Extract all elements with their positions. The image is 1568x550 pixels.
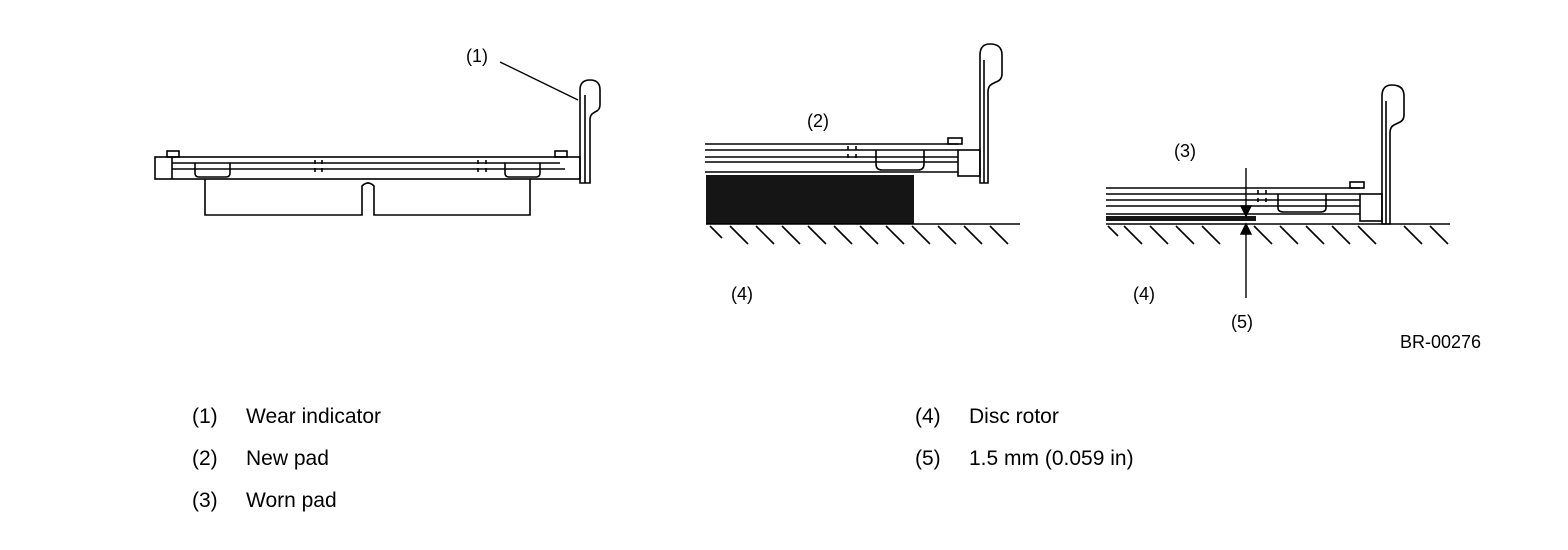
disc-rotor-middle xyxy=(706,223,1020,245)
legend-item: (5) 1.5 mm (0.059 in) xyxy=(915,438,1134,480)
legend-text: Wear indicator xyxy=(246,405,382,428)
worn-pad-assembly xyxy=(1106,84,1405,225)
callout-thickness: (5) xyxy=(1231,312,1253,332)
legend-text: 1.5 mm (0.059 in) xyxy=(969,447,1134,470)
legend-item: (2) New pad xyxy=(192,438,381,480)
callout-worn-pad: (3) xyxy=(1174,141,1196,161)
legend-item: (3) Worn pad xyxy=(192,480,381,522)
legend-item: (4) Disc rotor xyxy=(915,396,1134,438)
legend-number: (3) xyxy=(192,489,218,512)
new-pad-assembly xyxy=(705,43,1003,184)
legend-text: Worn pad xyxy=(246,489,337,512)
legend-text: Disc rotor xyxy=(969,405,1059,428)
worn-pad-friction-material xyxy=(1106,216,1256,221)
figure-code: BR-00276 xyxy=(1400,332,1481,352)
wear-indicator-leader xyxy=(499,61,579,101)
thickness-dimension xyxy=(1239,168,1253,298)
callout-disc-rotor-middle: (4) xyxy=(731,284,753,304)
disc-rotor-right xyxy=(1106,223,1450,245)
legend-number: (4) xyxy=(915,405,941,428)
legend-number: (2) xyxy=(192,447,218,470)
legend-item: (1) Wear indicator xyxy=(192,396,381,438)
legend-number: (5) xyxy=(915,447,941,470)
new-pad-friction-material xyxy=(706,175,914,224)
left-pad-assembly xyxy=(154,79,601,216)
callout-disc-rotor-right: (4) xyxy=(1133,284,1155,304)
legend-number: (1) xyxy=(192,405,218,428)
legend-right: (4) Disc rotor (5) 1.5 mm (0.059 in) xyxy=(915,396,1134,480)
legend-left: (1) Wear indicator (2) New pad (3) Worn pad xyxy=(192,396,381,522)
legend-text: New pad xyxy=(246,447,329,470)
callout-wear-indicator: (1) xyxy=(466,46,488,66)
callout-new-pad: (2) xyxy=(807,111,829,131)
